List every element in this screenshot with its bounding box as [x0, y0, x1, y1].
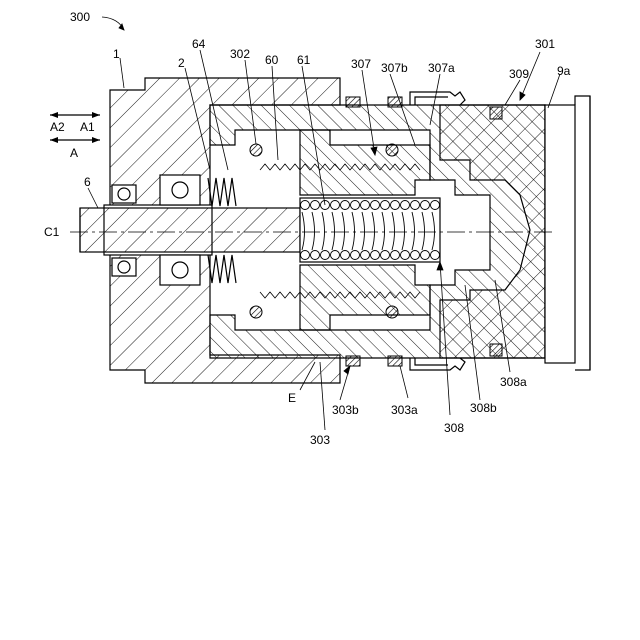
screw-ball: [311, 201, 320, 210]
label-308a: 308a: [500, 375, 527, 389]
label-307b: 307b: [381, 61, 408, 75]
screw-ball: [351, 201, 360, 210]
screw-ball: [411, 251, 420, 260]
shaft-6: [80, 208, 300, 252]
label-303a: 303a: [391, 403, 418, 417]
label-64: 64: [192, 37, 206, 51]
label-309: 309: [509, 67, 529, 81]
label-302: 302: [230, 47, 250, 61]
label-60: 60: [265, 53, 279, 67]
label-307a: 307a: [428, 61, 455, 75]
screw-ball: [311, 251, 320, 260]
label-c1: C1: [44, 225, 60, 239]
screw-ball: [321, 251, 330, 260]
label-308: 308: [444, 421, 464, 435]
screw-ball: [341, 251, 350, 260]
label-a: A: [70, 146, 78, 160]
label-a2: A2: [50, 120, 65, 134]
label-303b: 303b: [332, 403, 359, 417]
screw-ball: [411, 201, 420, 210]
label-307: 307: [351, 57, 371, 71]
flange-9a: [545, 96, 590, 370]
screw-ball: [381, 201, 390, 210]
label-a1: A1: [80, 120, 95, 134]
screw-ball: [371, 201, 380, 210]
label-303: 303: [310, 433, 330, 447]
label-61: 61: [297, 53, 311, 67]
screw-ball: [371, 251, 380, 260]
screw-ball: [361, 201, 370, 210]
label-9a: 9a: [557, 64, 571, 78]
screw-ball: [401, 201, 410, 210]
screw-ball: [421, 251, 430, 260]
screw-ball: [381, 251, 390, 260]
screw-ball: [351, 251, 360, 260]
label-301: 301: [535, 37, 555, 51]
screw-ball: [331, 201, 340, 210]
label-300: 300: [70, 10, 90, 24]
screw-ball: [361, 251, 370, 260]
screw-ball: [391, 201, 400, 210]
screw-ball: [401, 251, 410, 260]
label-2: 2: [178, 56, 185, 70]
screw-ball: [431, 201, 440, 210]
screw-ball: [431, 251, 440, 260]
ball-screw-61: [300, 198, 440, 262]
screw-ball: [331, 251, 340, 260]
screw-ball: [301, 201, 310, 210]
screw-ball: [421, 201, 430, 210]
label-6: 6: [84, 175, 91, 189]
label-e: E: [288, 391, 296, 405]
screw-ball: [301, 251, 310, 260]
screw-ball: [341, 201, 350, 210]
screw-ball: [391, 251, 400, 260]
label-308b: 308b: [470, 401, 497, 415]
label-1: 1: [113, 47, 120, 61]
